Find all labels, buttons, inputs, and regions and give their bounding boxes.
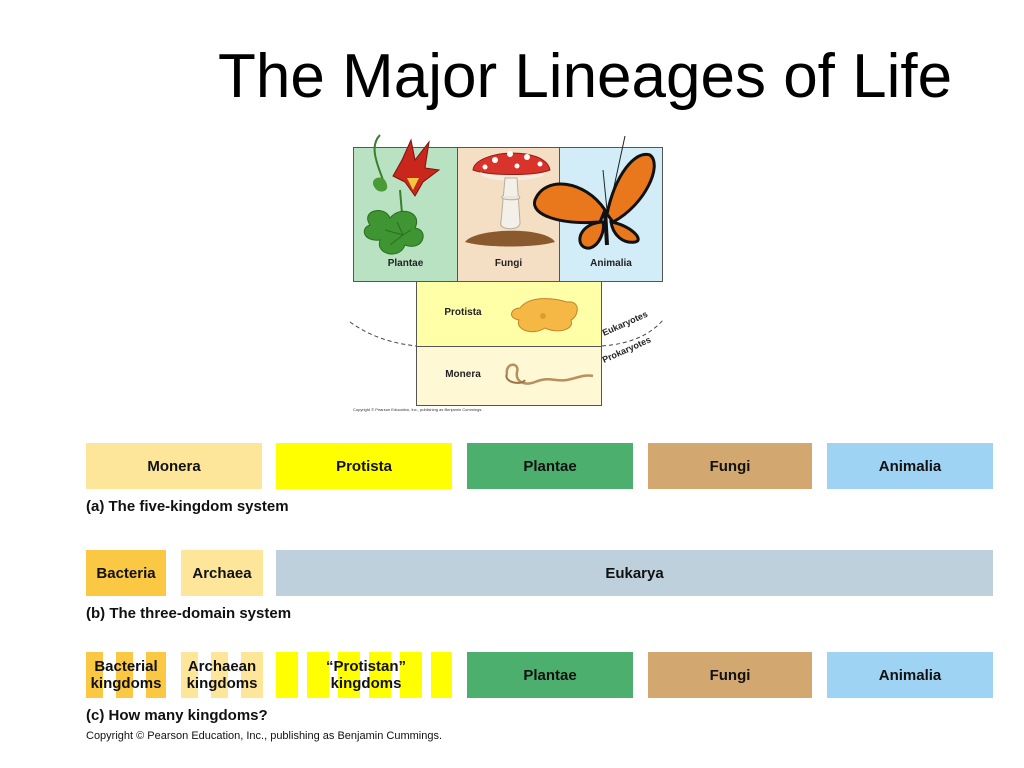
domain-eukarya: Eukarya <box>276 550 993 596</box>
protistan-stripe <box>400 652 422 698</box>
monera-label: Monera <box>445 369 481 380</box>
protistan-stripe <box>369 652 391 698</box>
many-kingdoms-plantae: Plantae <box>467 652 633 698</box>
protistan-stripe <box>338 652 360 698</box>
archaean-stripe <box>211 652 228 698</box>
fungi-label: Fungi <box>494 258 523 269</box>
left-dashed-arc <box>349 321 417 347</box>
bacterial-stripe <box>116 652 133 698</box>
slide-title: The Major Lineages of Life <box>218 42 953 111</box>
three-domain-caption: (b) The three-domain system <box>86 605 292 622</box>
many-kingdoms-fungi: Fungi <box>648 652 812 698</box>
eukaryotes-label: Eukaryotes <box>601 309 649 338</box>
prokaryotes-label: Prokaryotes <box>601 335 653 365</box>
butterfly-icon <box>533 135 656 250</box>
domain-archaea: Archaea <box>181 550 263 596</box>
copyright-notice: Copyright © Pearson Education, Inc., pub… <box>86 730 443 742</box>
bacterium-icon <box>505 363 594 385</box>
bacterial-stripe <box>86 652 103 698</box>
protistan-kingdoms-label: “Protistan” kingdoms <box>325 658 406 692</box>
figure-illustrations: Eukaryotes Prokaryotes <box>349 134 664 385</box>
animalia-label: Animalia <box>590 258 632 269</box>
bacterial-kingdoms-label: Bacterial kingdoms <box>90 658 162 692</box>
archaean-kingdoms-label: Archaean kingdoms <box>186 658 258 692</box>
bacterial-stripe <box>146 652 166 698</box>
columbine-flower-icon <box>363 134 441 255</box>
archaean-stripe <box>241 652 263 698</box>
five-kingdom-protista: Protista <box>276 443 452 489</box>
protistan-stripe <box>276 652 298 698</box>
right-dashed-arc <box>601 319 664 347</box>
protistan-stripe <box>307 652 329 698</box>
kingdoms-figure: Plantae Fungi Animalia Protista Monera <box>345 130 675 415</box>
many-kingdoms-animalia: Animalia <box>827 652 993 698</box>
domain-bacteria: Bacteria <box>86 550 166 596</box>
five-kingdom-animalia: Animalia <box>827 443 993 489</box>
figure-copyright: Copyright © Pearson Education, Inc., pub… <box>353 407 483 412</box>
archaean-stripe <box>181 652 198 698</box>
five-kingdom-caption: (a) The five-kingdom system <box>86 498 289 515</box>
mushroom-icon <box>465 151 555 247</box>
monera-panel: Monera <box>416 346 602 406</box>
many-kingdoms-caption: (c) How many kingdoms? <box>86 707 268 724</box>
protistan-stripe <box>431 652 452 698</box>
five-kingdom-monera: Monera <box>86 443 262 489</box>
five-kingdom-fungi: Fungi <box>648 443 812 489</box>
amoeba-icon <box>511 298 578 333</box>
five-kingdom-plantae: Plantae <box>467 443 633 489</box>
protista-label: Protista <box>444 307 482 318</box>
plantae-label: Plantae <box>387 258 424 269</box>
